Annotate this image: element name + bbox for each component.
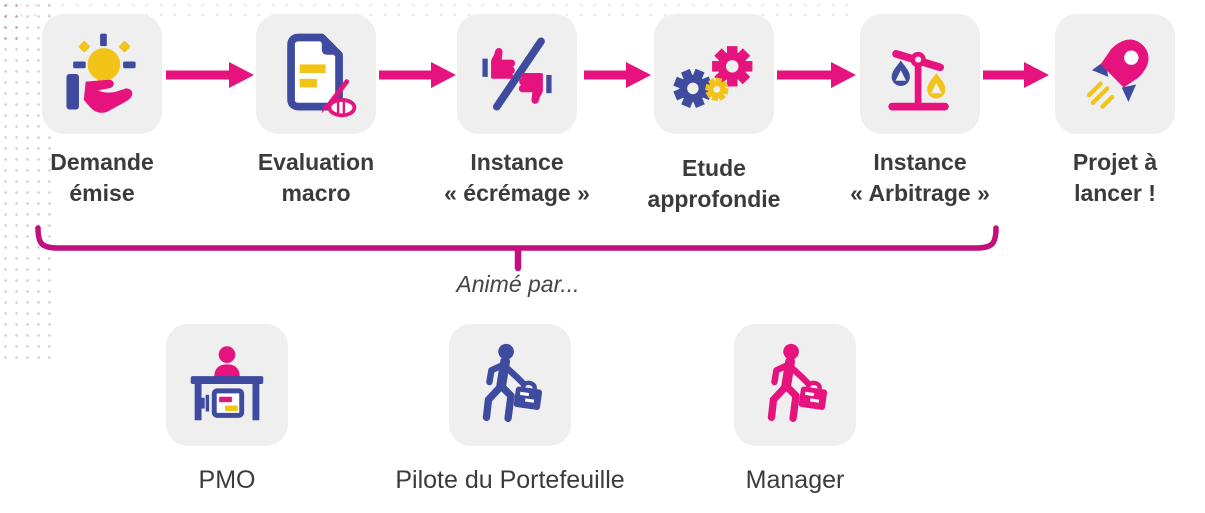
- briefcase: [798, 380, 828, 410]
- step-label-line2: émise: [69, 180, 135, 206]
- gear-pink: [712, 46, 753, 87]
- gears-icon: [673, 46, 753, 109]
- role-label: PMO: [198, 466, 256, 494]
- step-instance-arbitrage: Instance « Arbitrage »: [820, 14, 1020, 209]
- brace-bracket: [35, 225, 999, 272]
- step-tile: [42, 14, 162, 134]
- step-label-line2: « écrémage »: [444, 180, 590, 206]
- scale-weight-yellow: [927, 73, 946, 99]
- step-label-line2: macro: [281, 180, 351, 206]
- role-tile: [449, 324, 571, 446]
- step-tile: [654, 14, 774, 134]
- role-label: Manager: [745, 466, 845, 494]
- role-tile: [166, 324, 288, 446]
- balance-scale-icon: [888, 50, 949, 111]
- rocket-icon: [1086, 39, 1149, 109]
- role-tile: [734, 324, 856, 446]
- pmo-desk-icon: [190, 346, 264, 421]
- thumb-up: [482, 47, 516, 79]
- step-label-line2: « Arbitrage »: [850, 180, 990, 206]
- step-label: Instance « écrémage »: [417, 147, 617, 209]
- role-pmo: PMO: [67, 324, 387, 495]
- flow-arrow: [166, 62, 254, 88]
- flow-arrow: [777, 62, 856, 88]
- step-tile: [1055, 14, 1175, 134]
- briefcase: [513, 380, 543, 410]
- step-evaluation-macro: Evaluation macro: [216, 14, 416, 209]
- role-manager: Manager: [635, 324, 955, 495]
- step-label-line1: Demande: [50, 149, 154, 175]
- gear-blue: [673, 68, 713, 109]
- flow-arrow: [584, 62, 651, 88]
- flow-arrow: [379, 62, 456, 88]
- step-tile: [457, 14, 577, 134]
- document-edit-icon: [287, 33, 357, 118]
- step-label: Evaluation macro: [216, 147, 416, 209]
- walking-briefcase-icon: [767, 343, 828, 422]
- scale-weight-blue: [891, 60, 910, 86]
- step-demande-emise: Demande émise: [2, 14, 202, 209]
- step-label-line2: approfondie: [647, 186, 781, 212]
- thumb-down: [518, 73, 552, 104]
- step-label: Etude approfondie: [614, 153, 814, 215]
- thumbs-up-down-icon: [482, 37, 552, 111]
- step-projet-a-lancer: Projet à lancer !: [1015, 14, 1205, 209]
- step-label-line2: lancer !: [1074, 180, 1156, 206]
- step-label-line1: Etude: [682, 155, 746, 181]
- step-label-line1: Evaluation: [257, 149, 375, 175]
- step-label: Demande émise: [2, 147, 202, 209]
- walking-briefcase-icon: [482, 343, 543, 422]
- step-tile: [860, 14, 980, 134]
- role-pilote-du-portefeuille: Pilote du Portefeuille: [350, 324, 670, 495]
- animated-by-caption: Animé par...: [456, 271, 580, 297]
- step-instance-ecremage: Instance « écrémage »: [417, 14, 617, 209]
- flow-arrow: [983, 62, 1049, 88]
- gear-yellow: [704, 77, 729, 102]
- step-label-line1: Projet à: [1072, 149, 1158, 175]
- step-etude-approfondie: Etude approfondie: [614, 14, 814, 215]
- step-label-line1: Instance: [470, 149, 564, 175]
- step-label: Projet à lancer !: [1015, 147, 1205, 209]
- step-tile: [256, 14, 376, 134]
- role-label: Pilote du Portefeuille: [395, 466, 625, 494]
- step-label: Instance « Arbitrage »: [820, 147, 1020, 209]
- step-label-line1: Instance: [873, 149, 967, 175]
- idea-in-hand-icon: [66, 33, 136, 113]
